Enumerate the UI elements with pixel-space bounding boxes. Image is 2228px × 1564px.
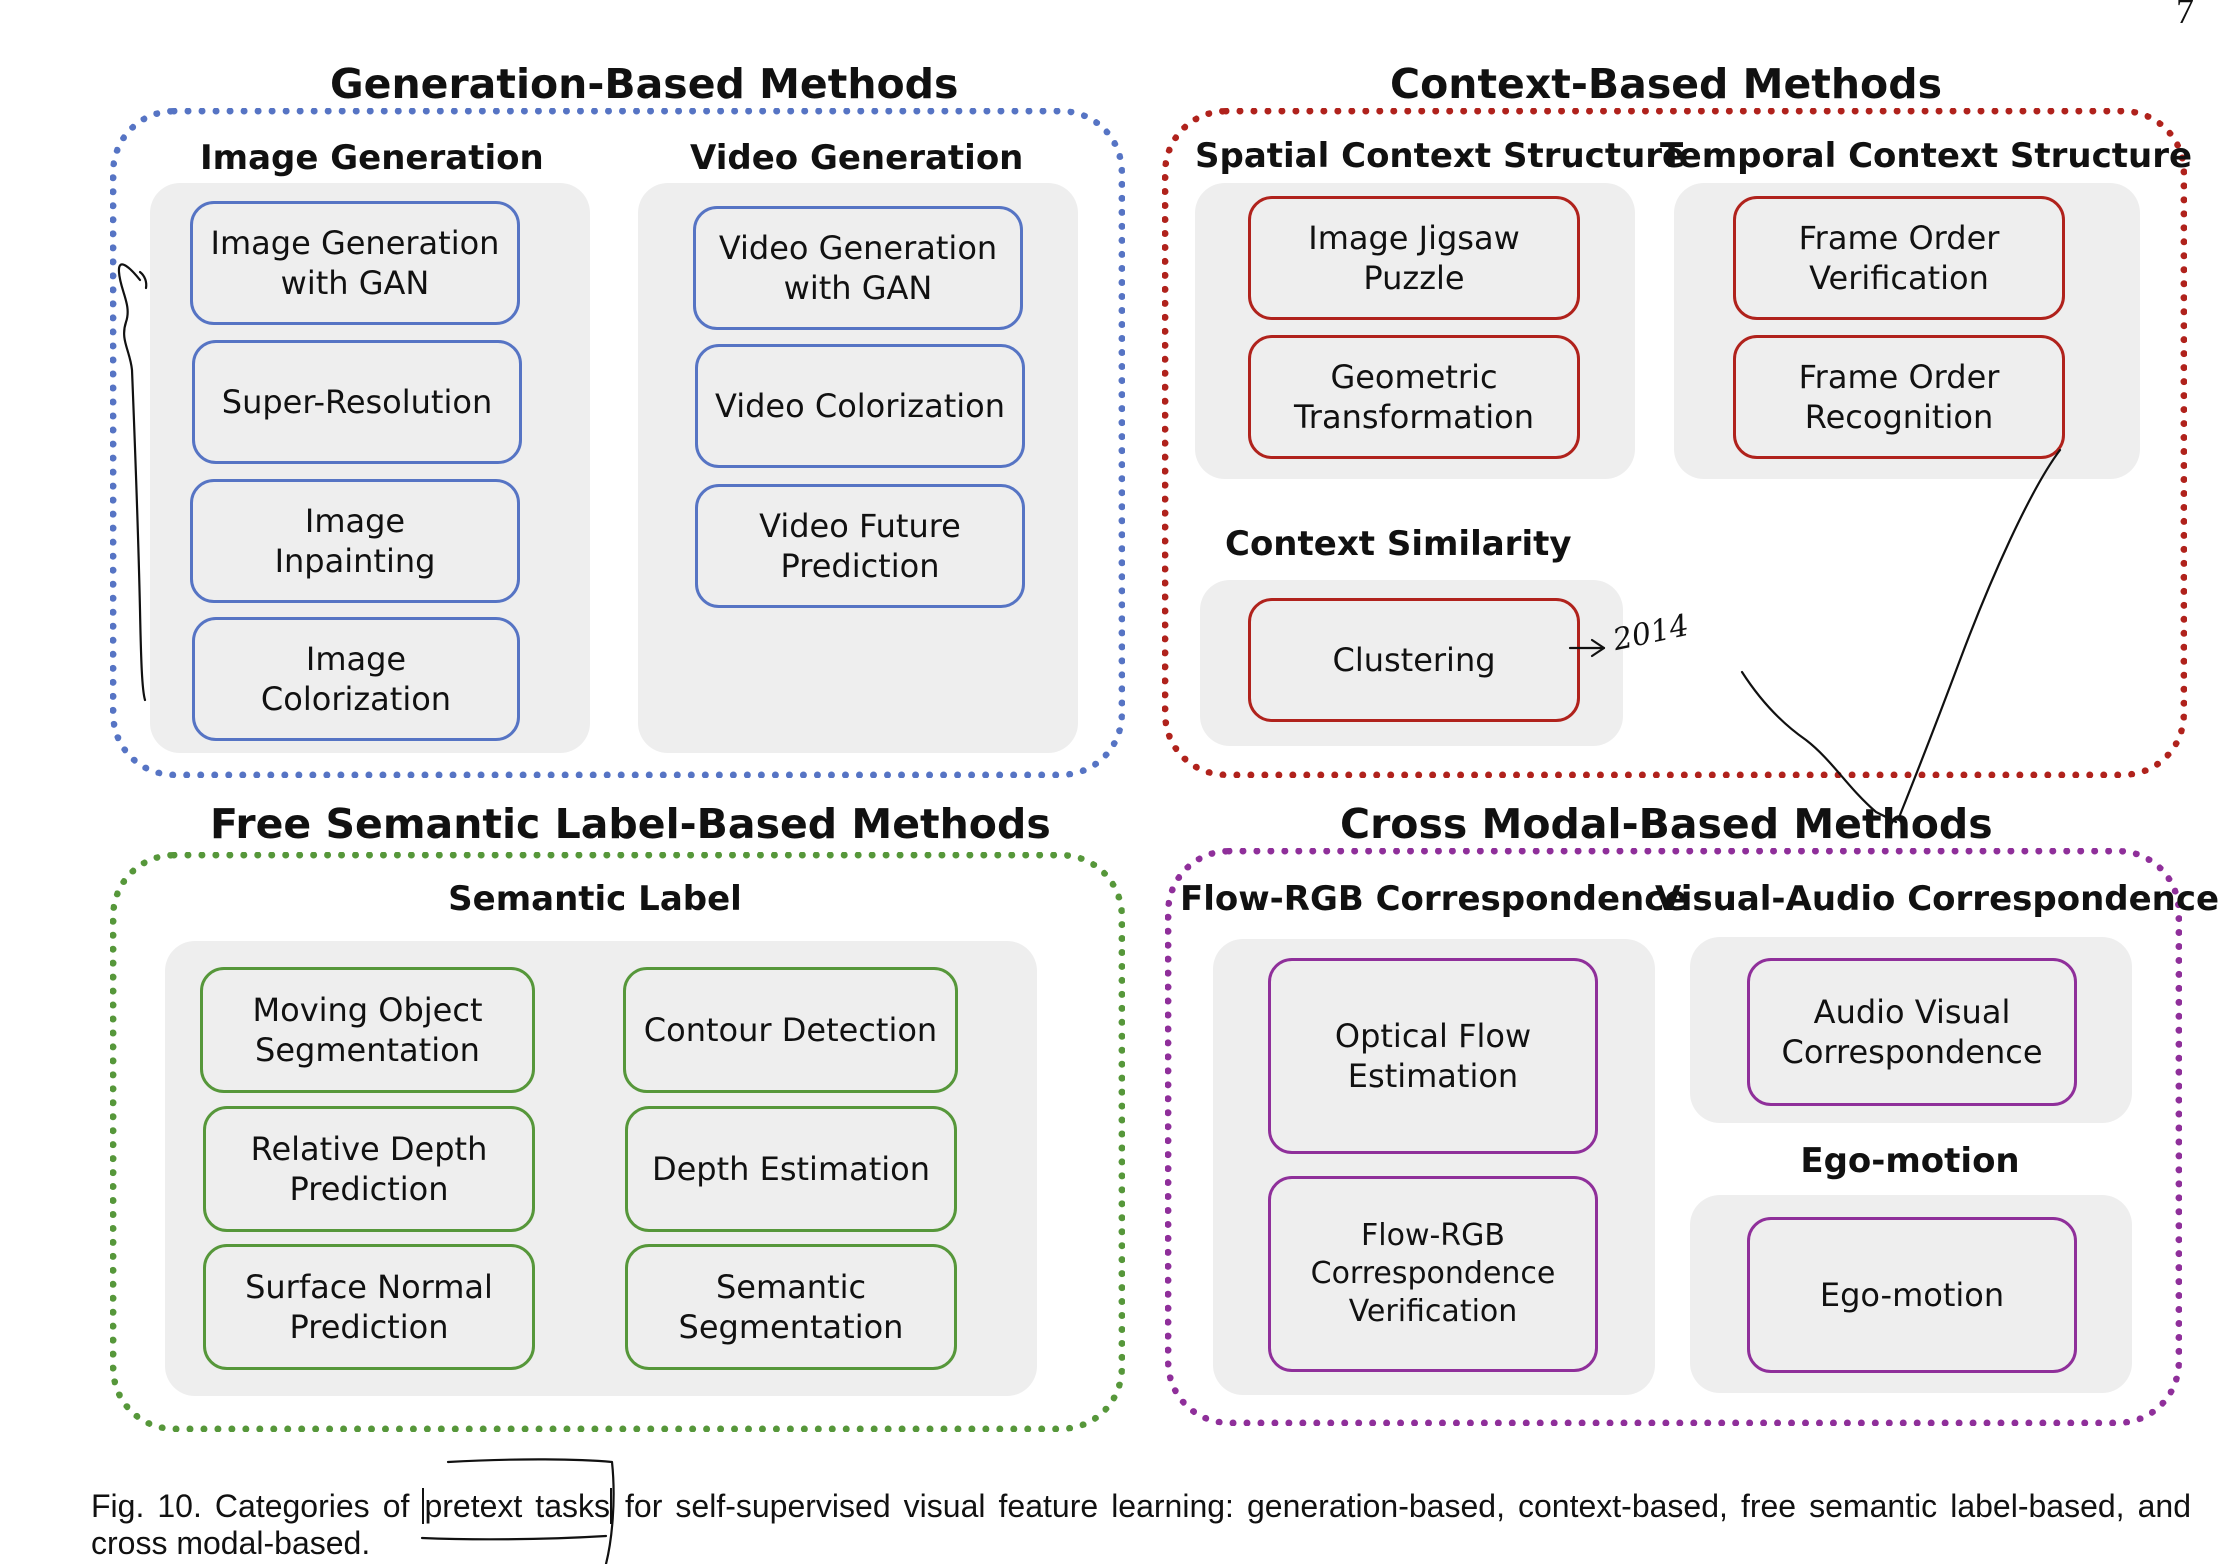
semantic-segmentation-box: Semantic Segmentation [625,1244,957,1370]
figure-caption: Fig. 10. Categories of pretext tasks for… [91,1488,2191,1562]
temporal-context-title: Temporal Context Structure [1660,136,2193,176]
page-number: 7 [2176,0,2194,31]
relative-depth-prediction-box: Relative Depth Prediction [203,1106,535,1232]
image-jigsaw-puzzle-box: Image Jigsaw Puzzle [1248,196,1580,320]
image-colorization-box: Image Colorization [192,617,520,741]
frame-order-verification-box: Frame Order Verification [1733,196,2065,320]
flow-rgb-correspondence-title: Flow-RGB Correspondence [1180,879,1688,919]
super-resolution-box: Super-Resolution [192,340,522,464]
video-generation-gan-box: Video Generation with GAN [693,206,1023,330]
visual-audio-correspondence-title: Visual-Audio Correspondence [1655,879,2220,919]
generation-section [110,108,1125,778]
context-similarity-title: Context Similarity [1225,524,1572,564]
semantic-section-title: Free Semantic Label-Based Methods [210,800,1051,848]
depth-estimation-box: Depth Estimation [625,1106,957,1232]
caption-text-before: Fig. 10. Categories of [91,1488,423,1524]
contour-detection-box: Contour Detection [623,967,958,1093]
video-generation-title: Video Generation [690,138,1024,178]
frame-order-recognition-box: Frame Order Recognition [1733,335,2065,459]
cross-modal-section [1165,848,2182,1426]
video-future-prediction-box: Video Future Prediction [695,484,1025,608]
flow-rgb-correspondence-verification-box: Flow-RGB Correspondence Verification [1268,1176,1598,1372]
context-section-title: Context-Based Methods [1390,60,1942,108]
cross-modal-section-title: Cross Modal-Based Methods [1340,800,1993,848]
video-colorization-box: Video Colorization [695,344,1025,468]
image-generation-title: Image Generation [200,138,544,178]
audio-visual-correspondence-box: Audio Visual Correspondence [1747,958,2077,1106]
ego-motion-title: Ego-motion [1800,1141,2020,1181]
image-generation-gan-box: Image Generation with GAN [190,201,520,325]
caption-highlight-pretext-tasks: pretext tasks [422,1488,612,1524]
spatial-context-title: Spatial Context Structure [1195,136,1686,176]
caption-text-after: for self-supervised visual feature learn… [91,1488,2192,1561]
semantic-label-title: Semantic Label [448,879,742,919]
image-inpainting-box: Image Inpainting [190,479,520,603]
optical-flow-estimation-box: Optical Flow Estimation [1268,958,1598,1154]
semantic-section [110,852,1125,1432]
context-section [1162,108,2187,778]
ego-motion-box: Ego-motion [1747,1217,2077,1373]
generation-section-title: Generation-Based Methods [330,60,959,108]
geometric-transformation-box: Geometric Transformation [1248,335,1580,459]
clustering-box: Clustering [1248,598,1580,722]
moving-object-segmentation-box: Moving Object Segmentation [200,967,535,1093]
surface-normal-prediction-box: Surface Normal Prediction [203,1244,535,1370]
